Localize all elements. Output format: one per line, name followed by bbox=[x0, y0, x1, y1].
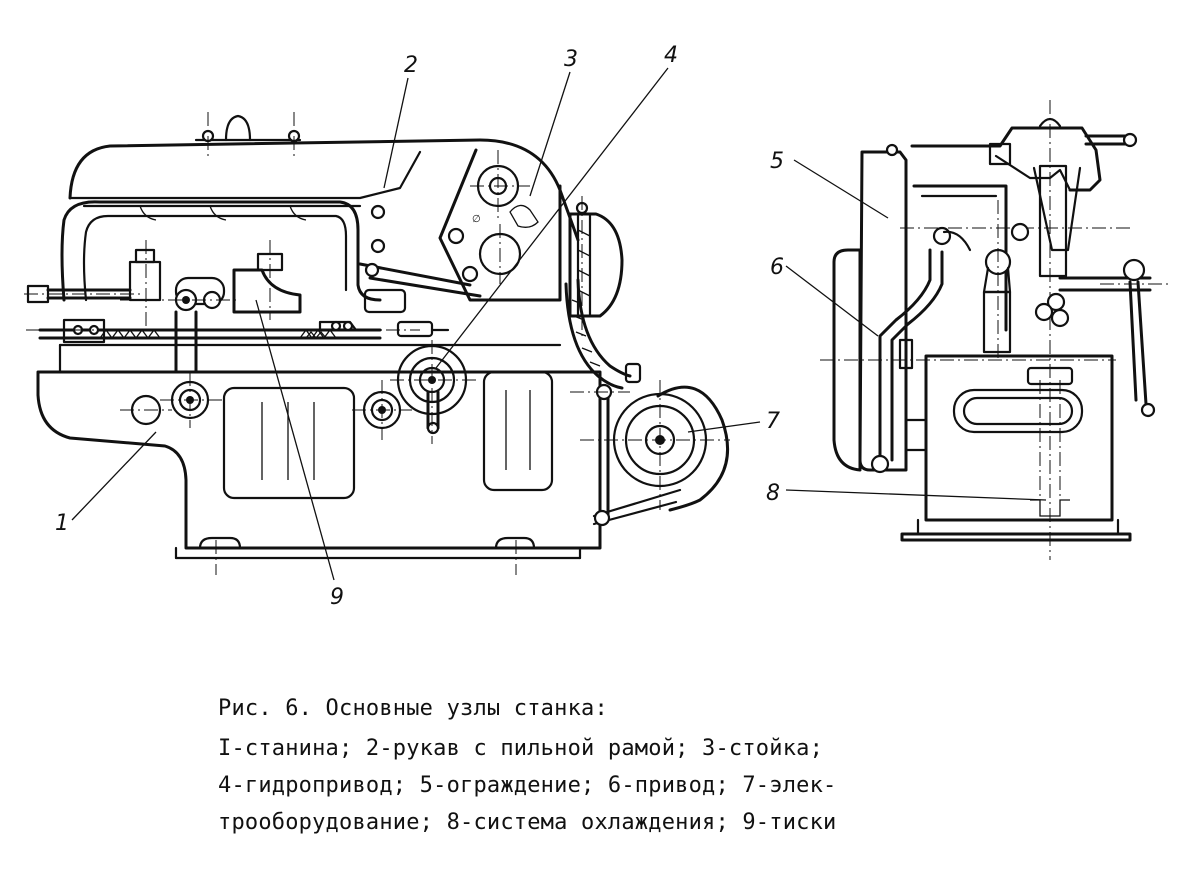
caption-line: трооборудование; 8-система охлаждения; 9… bbox=[218, 810, 837, 835]
machine-bed bbox=[36, 343, 602, 575]
callout-8: 8 bbox=[766, 481, 780, 506]
feed-screw bbox=[24, 284, 420, 344]
side-view: ∅ bbox=[24, 67, 761, 581]
electrical-unit bbox=[570, 380, 730, 527]
rollers bbox=[160, 372, 412, 440]
callout-5: 5 bbox=[770, 149, 784, 174]
front-view bbox=[785, 100, 1170, 560]
saw-arm bbox=[60, 112, 580, 314]
callout-labels: 1 2 3 4 5 6 7 8 9 bbox=[55, 43, 784, 610]
vice bbox=[120, 240, 358, 374]
machine-assembly-drawing: ∅ bbox=[24, 43, 1170, 610]
svg-text:∅: ∅ bbox=[472, 214, 481, 225]
caption-title: Рис. 6. Основные узлы станка: bbox=[218, 696, 608, 721]
drive-head bbox=[900, 100, 1138, 560]
callout-9: 9 bbox=[330, 585, 344, 610]
callout-7: 7 bbox=[766, 409, 780, 434]
callout-2: 2 bbox=[404, 53, 418, 78]
side-view-leaders bbox=[71, 67, 761, 581]
front-view-leaders bbox=[785, 159, 1047, 501]
figure-caption: Рис. 6. Основные узлы станка: I-станина;… bbox=[218, 690, 1118, 841]
callout-1: 1 bbox=[55, 511, 69, 536]
callout-3: 3 bbox=[564, 47, 578, 72]
caption-line: I-станина; 2-рукав с пильной рамой; 3-ст… bbox=[218, 736, 824, 761]
side-lever bbox=[1034, 258, 1170, 418]
callout-4: 4 bbox=[664, 43, 678, 68]
caption-line: 4-гидропривод; 5-ограждение; 6-привод; 7… bbox=[218, 773, 837, 798]
drive bbox=[870, 200, 1030, 474]
column: ∅ bbox=[438, 148, 562, 302]
guard bbox=[832, 143, 908, 472]
motor-housing bbox=[568, 196, 624, 340]
callout-6: 6 bbox=[770, 255, 784, 280]
coolant-system bbox=[820, 354, 1132, 542]
hydraulic-drive bbox=[390, 320, 476, 444]
